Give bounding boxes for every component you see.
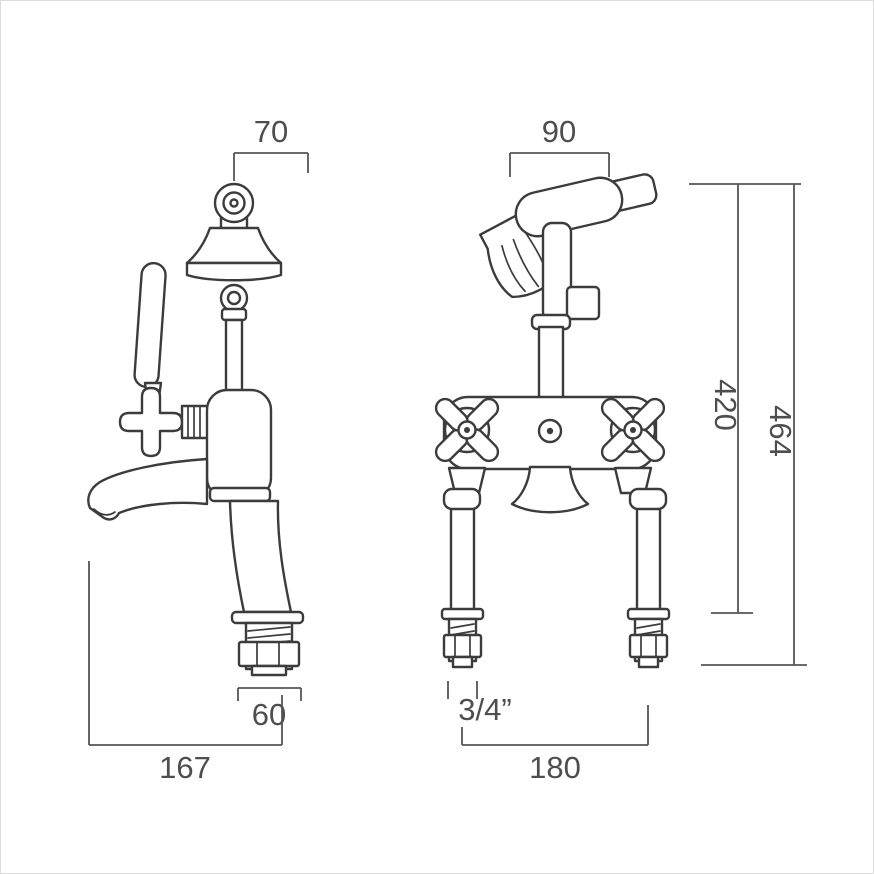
wall-bracket [213, 182, 255, 224]
dim-thread-size-label: 3/4” [458, 692, 511, 727]
cross-handle-side [118, 386, 184, 458]
dim-70-label: 70 [254, 114, 288, 149]
spout-mouth [93, 508, 116, 516]
dim-90-label: 90 [542, 114, 576, 149]
dim-70: 70 [233, 114, 309, 181]
valve-stem [180, 404, 210, 440]
lower-leg [228, 499, 293, 614]
dim-60: 60 [237, 687, 302, 732]
cross-handle-right [600, 397, 666, 463]
leg-left [440, 487, 485, 669]
lever-handle [133, 261, 167, 389]
dim-167: 167 [88, 561, 283, 785]
dim-60-label: 60 [252, 697, 286, 732]
front-view [434, 173, 671, 669]
spout [87, 457, 209, 521]
body-base [208, 486, 272, 503]
threaded-shank [237, 621, 301, 677]
cradle-bell [185, 226, 283, 282]
dimensions: 70 90 420 464 60 3/4” 167 180 [88, 114, 807, 785]
center-screw [537, 418, 563, 444]
dim-464-label: 464 [763, 405, 798, 457]
leg-right [626, 487, 671, 669]
riser-collar [220, 307, 248, 322]
handset [514, 173, 658, 238]
riser-front [537, 325, 565, 405]
side-view [87, 182, 305, 677]
dim-thread-size: 3/4” [447, 681, 512, 727]
dim-180: 180 [461, 705, 649, 785]
dim-420: 420 [689, 183, 801, 614]
dim-167-label: 167 [159, 750, 211, 785]
outlet-bell [510, 465, 590, 514]
cradle-bracket [565, 285, 601, 321]
dim-420-label: 420 [708, 379, 743, 431]
dim-90: 90 [509, 114, 610, 177]
valve-body [205, 388, 273, 500]
dim-180-label: 180 [529, 750, 581, 785]
dim-464: 464 [701, 184, 807, 666]
cross-handle-left [434, 397, 500, 463]
riser-column [224, 318, 244, 396]
mount-flange [230, 610, 305, 625]
cradle-mount [219, 283, 249, 313]
handset-handle [514, 176, 624, 238]
